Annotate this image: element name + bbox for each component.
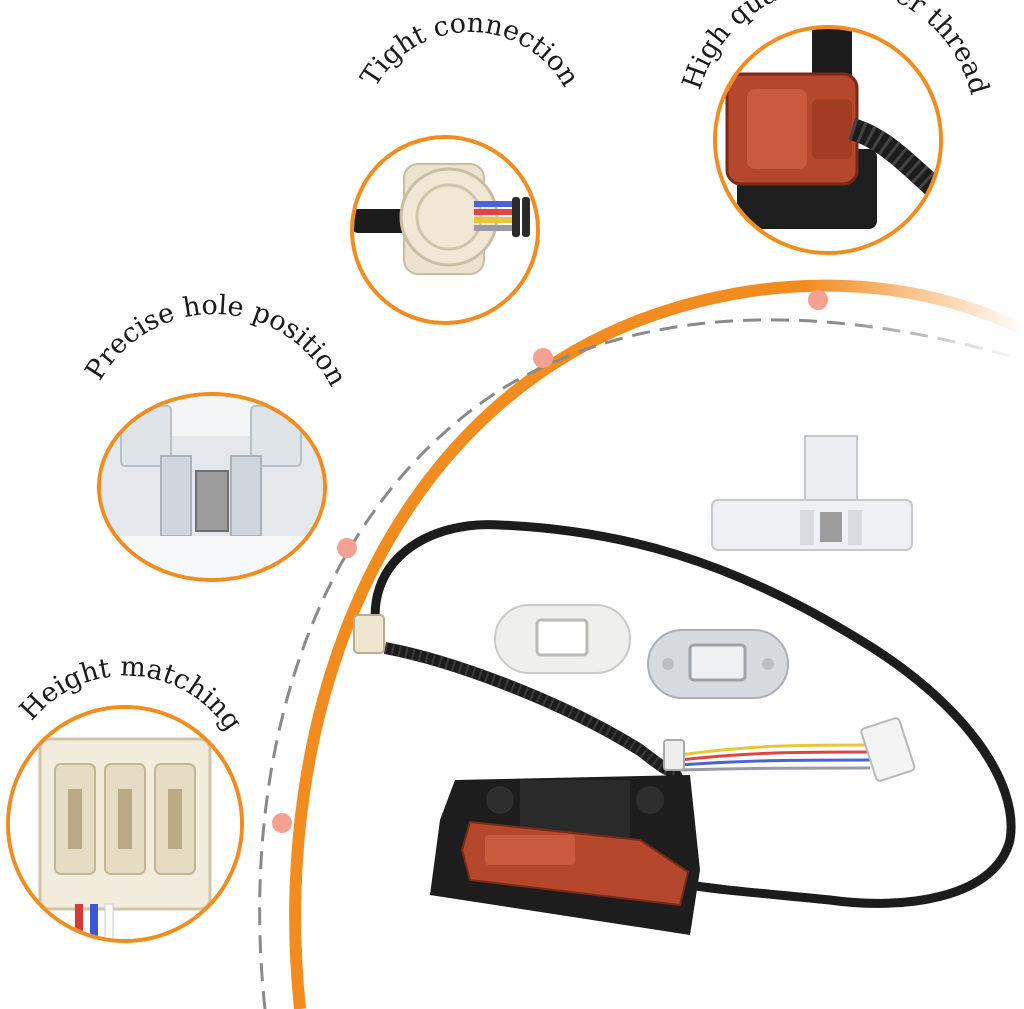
strike-plate xyxy=(711,435,913,551)
arc-dot xyxy=(533,348,553,368)
callout-rubber-thread xyxy=(713,25,943,255)
gasket-grey xyxy=(647,629,789,699)
latch-closeup-image xyxy=(717,29,939,251)
dashed-arc xyxy=(258,318,1024,1009)
callout-hole-position xyxy=(97,392,327,582)
inline-connector xyxy=(353,614,385,654)
cable xyxy=(370,520,1016,908)
gasket-white xyxy=(494,604,631,674)
callout-tight-connection xyxy=(350,135,540,325)
callout-height-matching xyxy=(6,705,244,943)
white-plug xyxy=(860,717,916,782)
plug-closeup-image xyxy=(10,709,240,939)
arc-dot xyxy=(337,538,357,558)
connector-closeup-image xyxy=(354,163,530,275)
arc-dot xyxy=(808,290,828,310)
arc-dot xyxy=(272,813,292,833)
